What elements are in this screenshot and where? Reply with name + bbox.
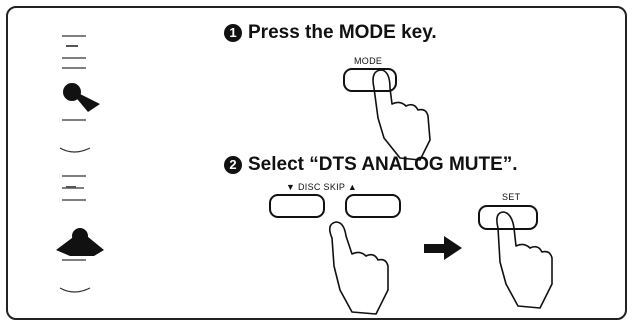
- step1-instruction: 1 Press the MODE key.: [224, 22, 437, 44]
- diagram-frame: [6, 6, 627, 320]
- step2-instruction: 2 Select “DTS ANALOG MUTE”.: [224, 154, 518, 176]
- double-arrow-icon: [56, 228, 104, 256]
- remote-control-illustration: [56, 35, 104, 293]
- step2-number-badge: 2: [224, 156, 242, 174]
- set-key[interactable]: [478, 205, 538, 230]
- disc-skip-up-key[interactable]: [345, 194, 401, 218]
- disc-skip-label: ▼ DISC SKIP ▲: [286, 182, 358, 192]
- mode-key[interactable]: [343, 68, 397, 92]
- step1-text: Press the MODE key.: [248, 22, 437, 43]
- pointer-arrow-icon: [63, 83, 100, 112]
- mode-key-label: MODE: [354, 56, 383, 66]
- disc-skip-down-key[interactable]: [269, 194, 325, 218]
- step2-text: Select “DTS ANALOG MUTE”.: [248, 154, 518, 175]
- set-key-label: SET: [502, 192, 521, 202]
- step1-number-badge: 1: [224, 24, 242, 42]
